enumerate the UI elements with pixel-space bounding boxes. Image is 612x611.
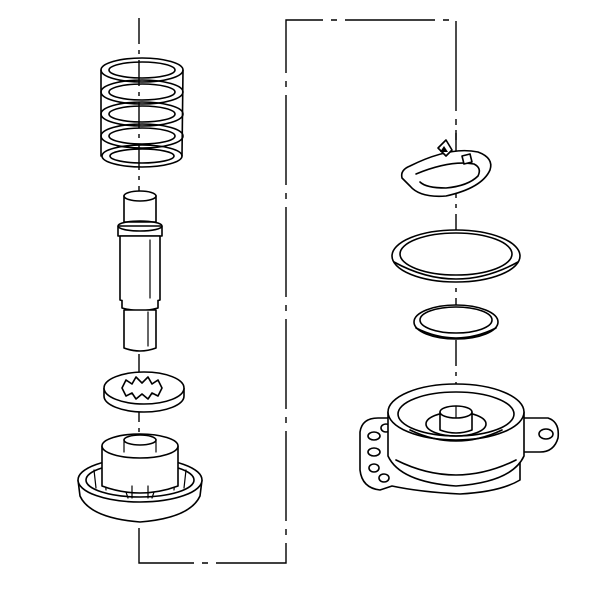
large-o-ring	[391, 229, 521, 283]
coil-spring	[100, 57, 184, 168]
small-o-ring	[413, 304, 499, 340]
valve-stem	[117, 190, 163, 352]
star-washer	[103, 371, 185, 413]
flange-bolt-holes	[367, 423, 554, 483]
retaining-clip	[400, 139, 492, 198]
flanged-housing	[359, 383, 560, 495]
cup-housing	[77, 433, 203, 523]
connector-line	[138, 19, 457, 564]
